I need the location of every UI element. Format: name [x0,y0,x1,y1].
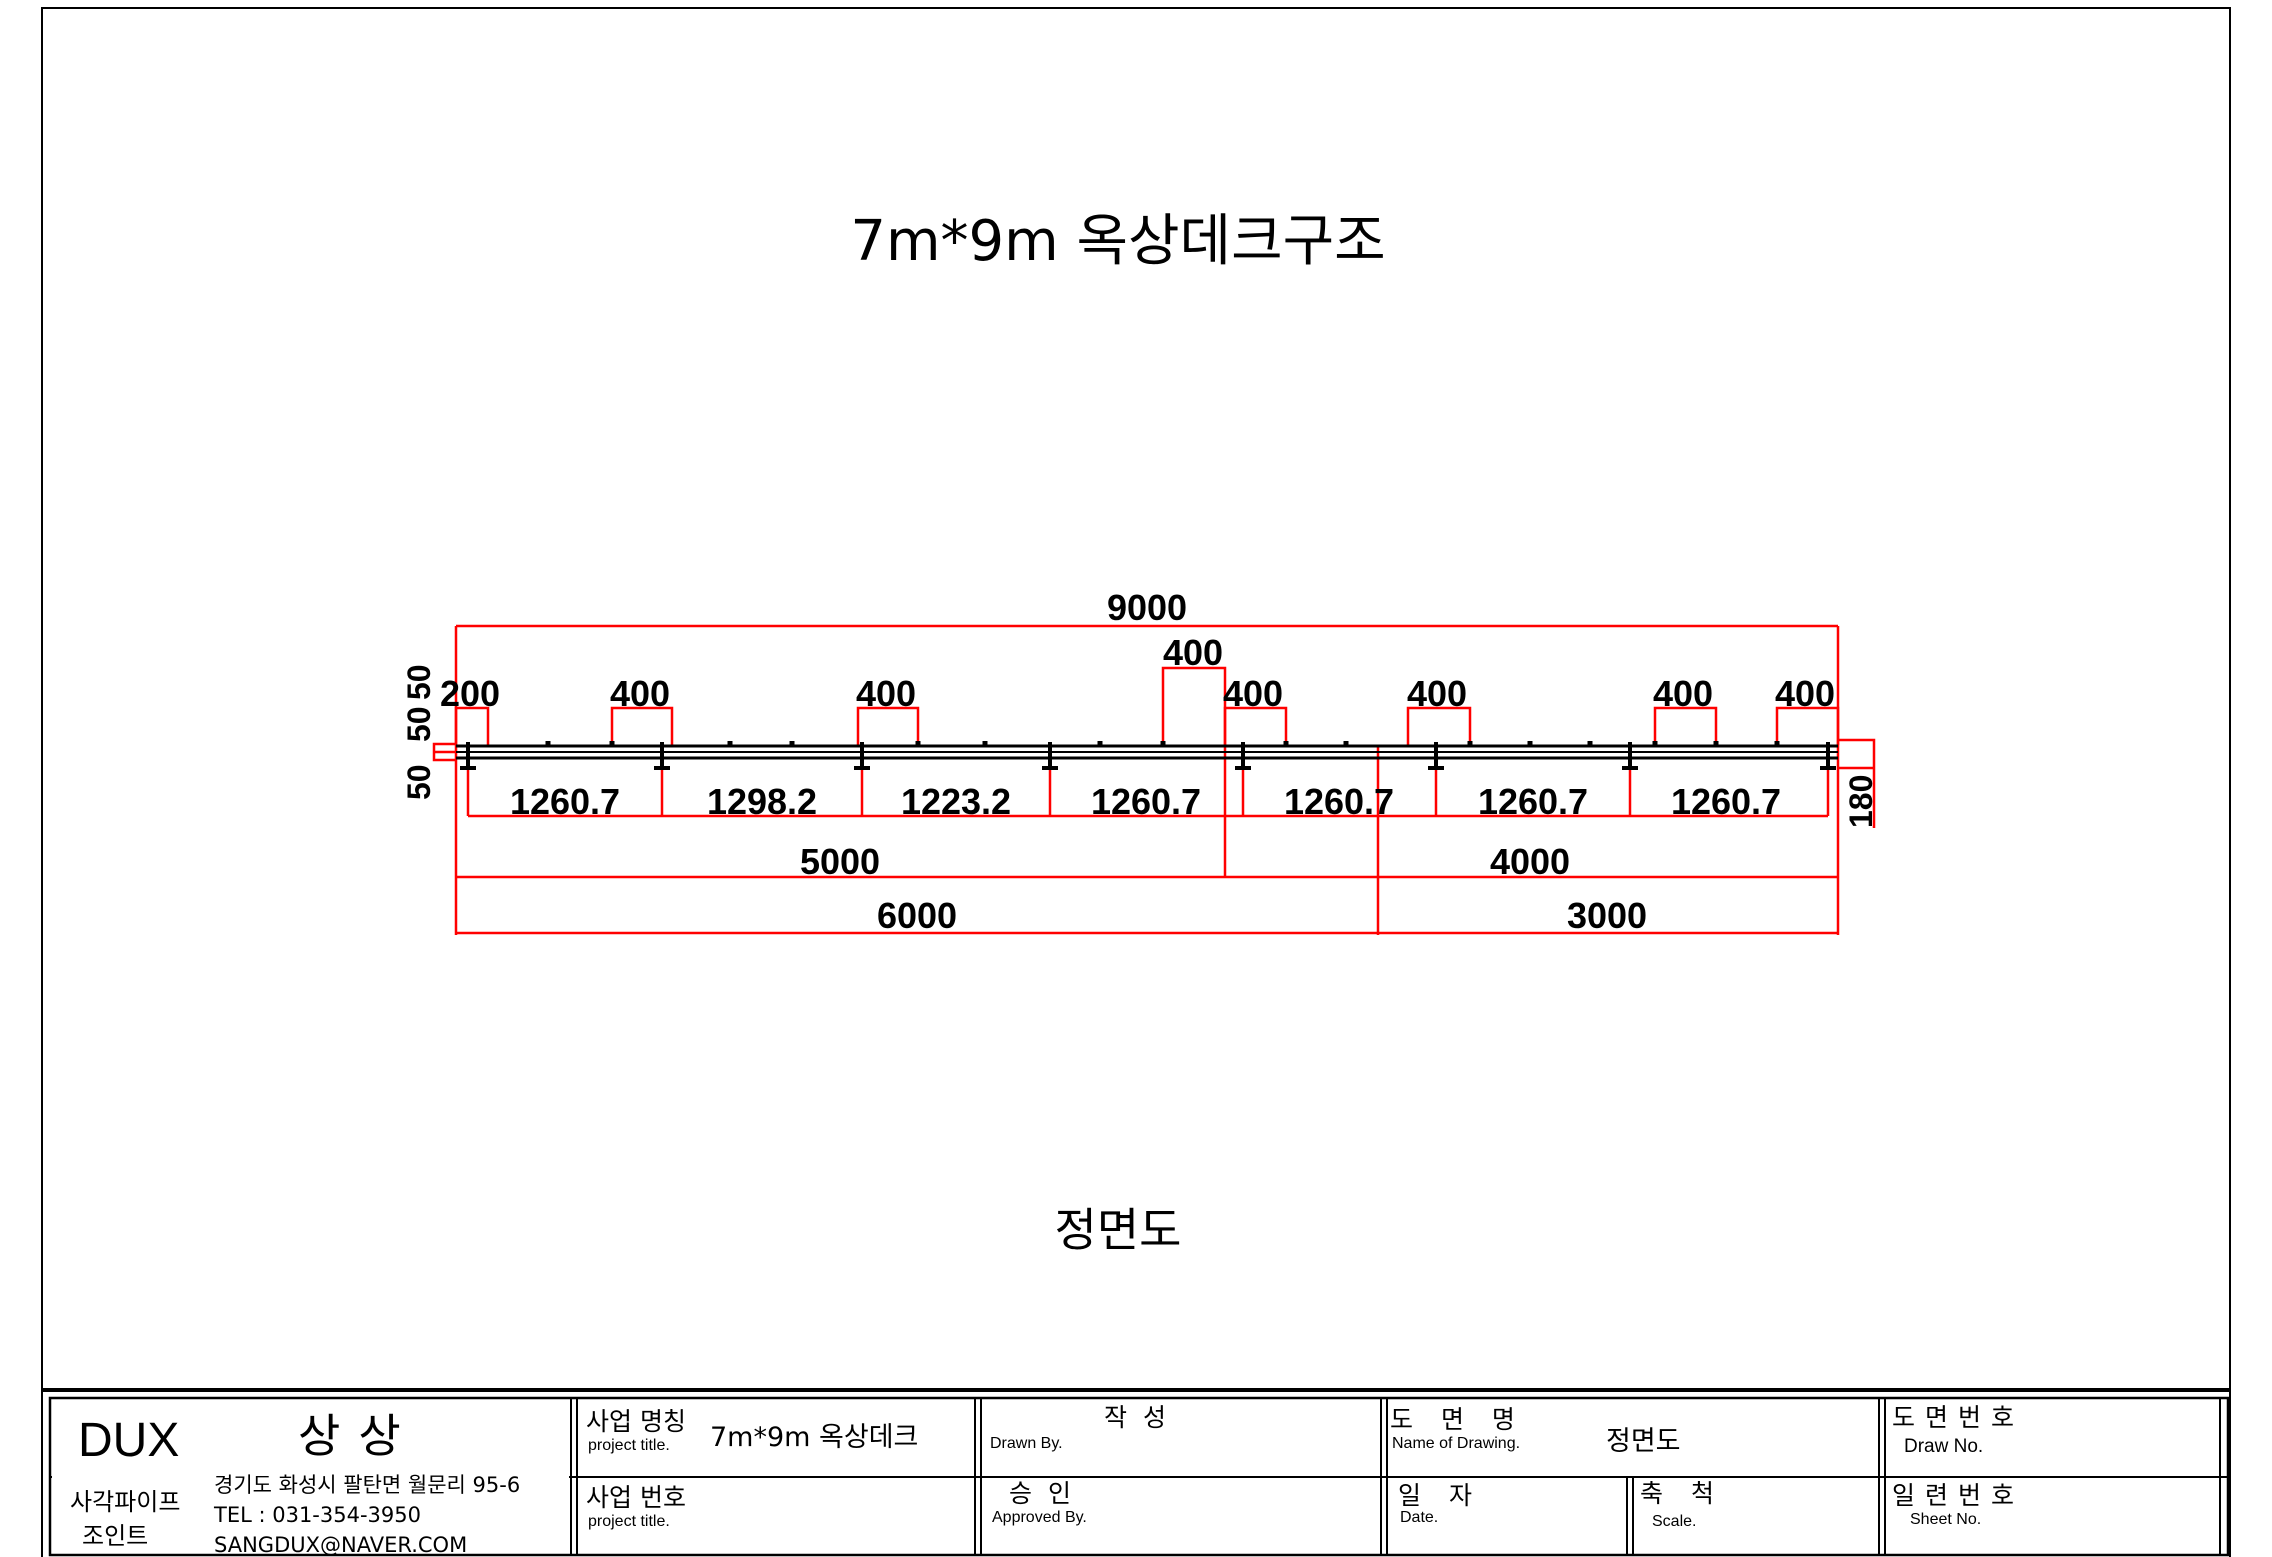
company-address: 경기도 화성시 팔탄면 월문리 95-6 [214,1473,520,1497]
dimension-lines [432,624,1876,935]
dim-3000: 3000 [1567,895,1647,936]
sheet-border [41,7,2231,1557]
project-name-label: 사업 명칭 [586,1407,686,1436]
dim-bay: 1260.7 [510,781,620,822]
dim-bay: 1260.7 [1671,781,1781,822]
company-name-kr: 상상 [298,1409,419,1463]
dim-top-spacing: 200 [440,673,500,714]
dim-left-mid: 50 [401,664,437,700]
sheet-no-label: 일련번호 [1892,1481,2024,1510]
dim-bay: 1223.2 [901,781,1011,822]
dim-top-spacing: 400 [1163,632,1223,673]
drawing-name-en: Name of Drawing. [1392,1435,1520,1452]
project-name-en: project title. [588,1437,670,1454]
sheet-no-en: Sheet No. [1910,1511,1981,1528]
scale-en: Scale. [1652,1513,1696,1530]
dim-top-spacing: 400 [610,673,670,714]
dim-4000: 4000 [1490,841,1570,882]
dim-top-spacing: 400 [1775,673,1835,714]
drawing-title: 7m*9m 옥상데크구조 [850,209,1385,274]
dim-bay: 1298.2 [707,781,817,822]
dim-right-180: 180 [1843,775,1879,828]
product-line-2: 조인트 [82,1522,148,1550]
drawn-by-en: Drawn By. [990,1435,1063,1452]
dim-top-spacing: 400 [856,673,916,714]
dim-top-spacing: 400 [1653,673,1713,714]
project-name-value: 7m*9m 옥상데크 [710,1422,918,1453]
approved-by-label: 승 인 [1009,1479,1071,1508]
dim-bay: 1260.7 [1478,781,1588,822]
dim-overall-9000: 9000 [1107,587,1187,628]
dim-5000: 5000 [800,841,880,882]
drawn-by-label: 작 성 [1104,1403,1166,1432]
company-tel: TEL : 031-354-3950 [213,1503,421,1527]
dim-top-spacing: 400 [1407,673,1467,714]
drawing-name-label: 도 면 명 [1390,1405,1525,1434]
dim-6000: 6000 [877,895,957,936]
title-block [42,1388,2230,1557]
project-no-label: 사업 번호 [586,1483,686,1512]
drawing-name-value: 정면도 [1606,1426,1681,1457]
dim-left-lower: 50 [401,764,437,800]
dim-bay: 1260.7 [1091,781,1201,822]
company-name: DUX [78,1414,179,1467]
approved-by-en: Approved By. [992,1509,1087,1526]
dim-bay: 1260.7 [1284,781,1394,822]
view-title: 정면도 [1055,1203,1182,1257]
draw-no-label: 도면번호 [1892,1403,2024,1432]
company-email: SANGDUX@NAVER.COM [214,1533,467,1557]
dim-top-spacing: 400 [1223,673,1283,714]
scale-label: 축 척 [1640,1479,1724,1508]
product-line-1: 사각파이프 [70,1488,180,1516]
date-label: 일 자 [1398,1481,1482,1510]
deck-structure [456,741,1838,770]
draw-no-en: Draw No. [1904,1436,1983,1457]
dim-left-upper: 50 [401,706,437,742]
project-no-en: project title. [588,1513,670,1530]
date-en: Date. [1400,1509,1438,1526]
